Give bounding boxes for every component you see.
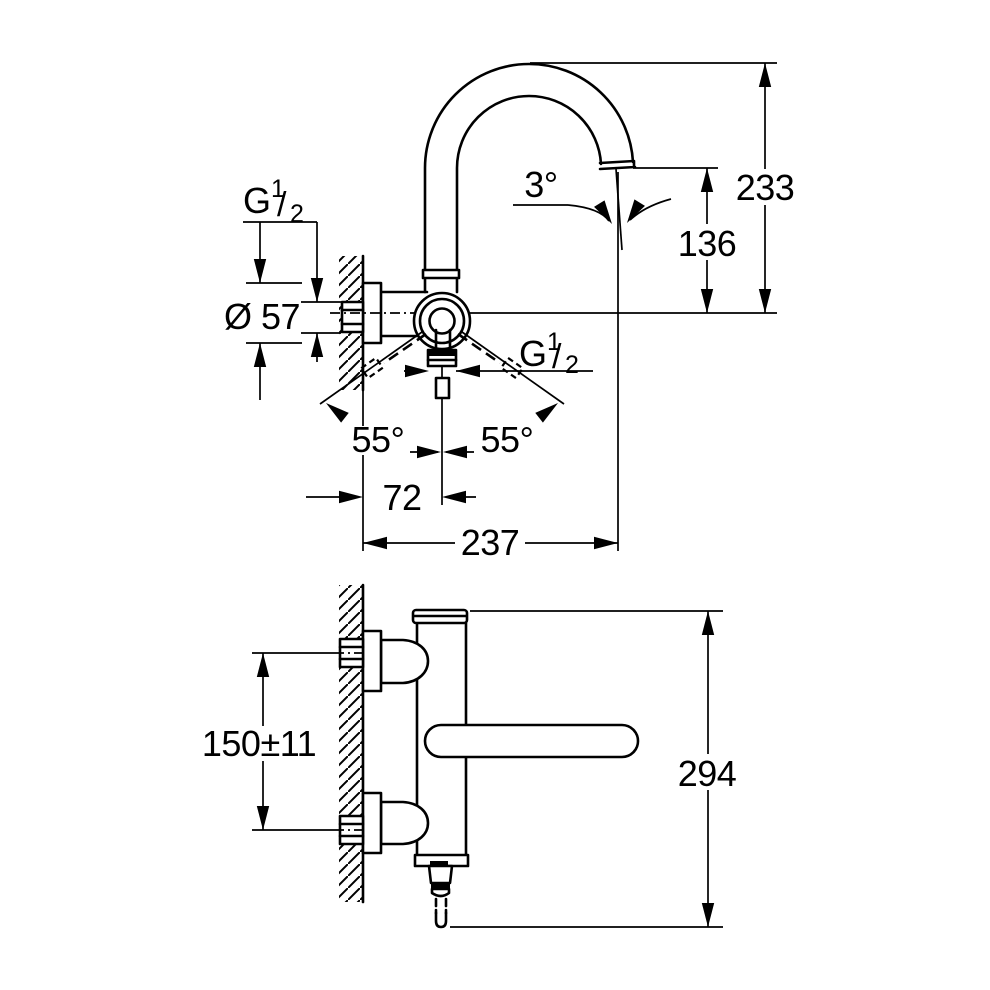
lower-s-union — [379, 800, 430, 846]
spout — [421, 62, 637, 294]
dim-72-label: 72 — [382, 477, 421, 518]
faucet-body-front — [338, 608, 640, 868]
dim-72: 72 — [306, 477, 476, 518]
dim-233-label: 233 — [736, 167, 795, 208]
dim-150: 150±11 — [202, 653, 317, 830]
annotation-swivel-55: 55° 55° — [319, 331, 565, 551]
wall-hatching-front — [339, 585, 363, 902]
spout-outlet-face — [598, 159, 637, 171]
upper-escutcheon — [361, 629, 383, 693]
thread-label-outlet-slash: / — [552, 338, 562, 376]
front-view: 150±11 294 — [202, 583, 738, 929]
dim-237: 237 — [363, 522, 618, 563]
thread-label-top-prefix: G — [243, 180, 271, 221]
connection-extension-lines — [252, 652, 334, 831]
dim-294-label: 294 — [678, 753, 737, 794]
spout-joint — [421, 268, 461, 280]
bottom-outlet — [427, 864, 454, 929]
thread-label-outlet-sub: 2 — [565, 351, 579, 379]
dim-136-233: 136 233 — [470, 62, 795, 314]
dim-294: 294 — [450, 610, 738, 928]
dim-136-label: 136 — [678, 223, 737, 264]
side-view: G 1 / 2 Ø 57 G 1 / 2 3° — [224, 62, 795, 563]
dim-150-label: 150±11 — [202, 723, 316, 764]
valve-body — [412, 291, 472, 400]
valve-outer-circle — [412, 291, 472, 351]
dim-thread-outlet: G 1 / 2 — [404, 328, 593, 379]
thread-label-outlet-sup: 1 — [547, 328, 561, 356]
wall-section-front — [339, 583, 365, 904]
outlet-tube-end — [434, 911, 448, 929]
thread-label-top-slash: / — [277, 186, 287, 224]
upper-s-union — [379, 638, 430, 685]
angle-55-left-label: 55° — [352, 419, 405, 460]
spout-axis-tilted — [615, 168, 623, 251]
valve-handle-hub — [428, 307, 456, 335]
dim-237-label: 237 — [461, 522, 520, 563]
annotation-spout-angle: 3° — [513, 164, 672, 551]
connection-centerlines — [334, 652, 364, 831]
thread-label-top-sup: 1 — [271, 175, 285, 203]
angle-55-right-label: 55° — [481, 419, 534, 460]
diameter-57-label: Ø 57 — [224, 296, 300, 337]
lower-escutcheon — [361, 791, 383, 855]
lever-handle — [423, 723, 640, 759]
outlet-nipple — [434, 376, 451, 400]
dim-thread-top: G 1 / 2 — [243, 175, 341, 400]
hex-union-side — [340, 300, 365, 334]
handle-stem — [434, 328, 452, 352]
thread-label-top-sub: 2 — [290, 200, 304, 228]
spout-angle-label: 3° — [524, 164, 557, 205]
thread-label-outlet-prefix: G — [519, 333, 547, 374]
